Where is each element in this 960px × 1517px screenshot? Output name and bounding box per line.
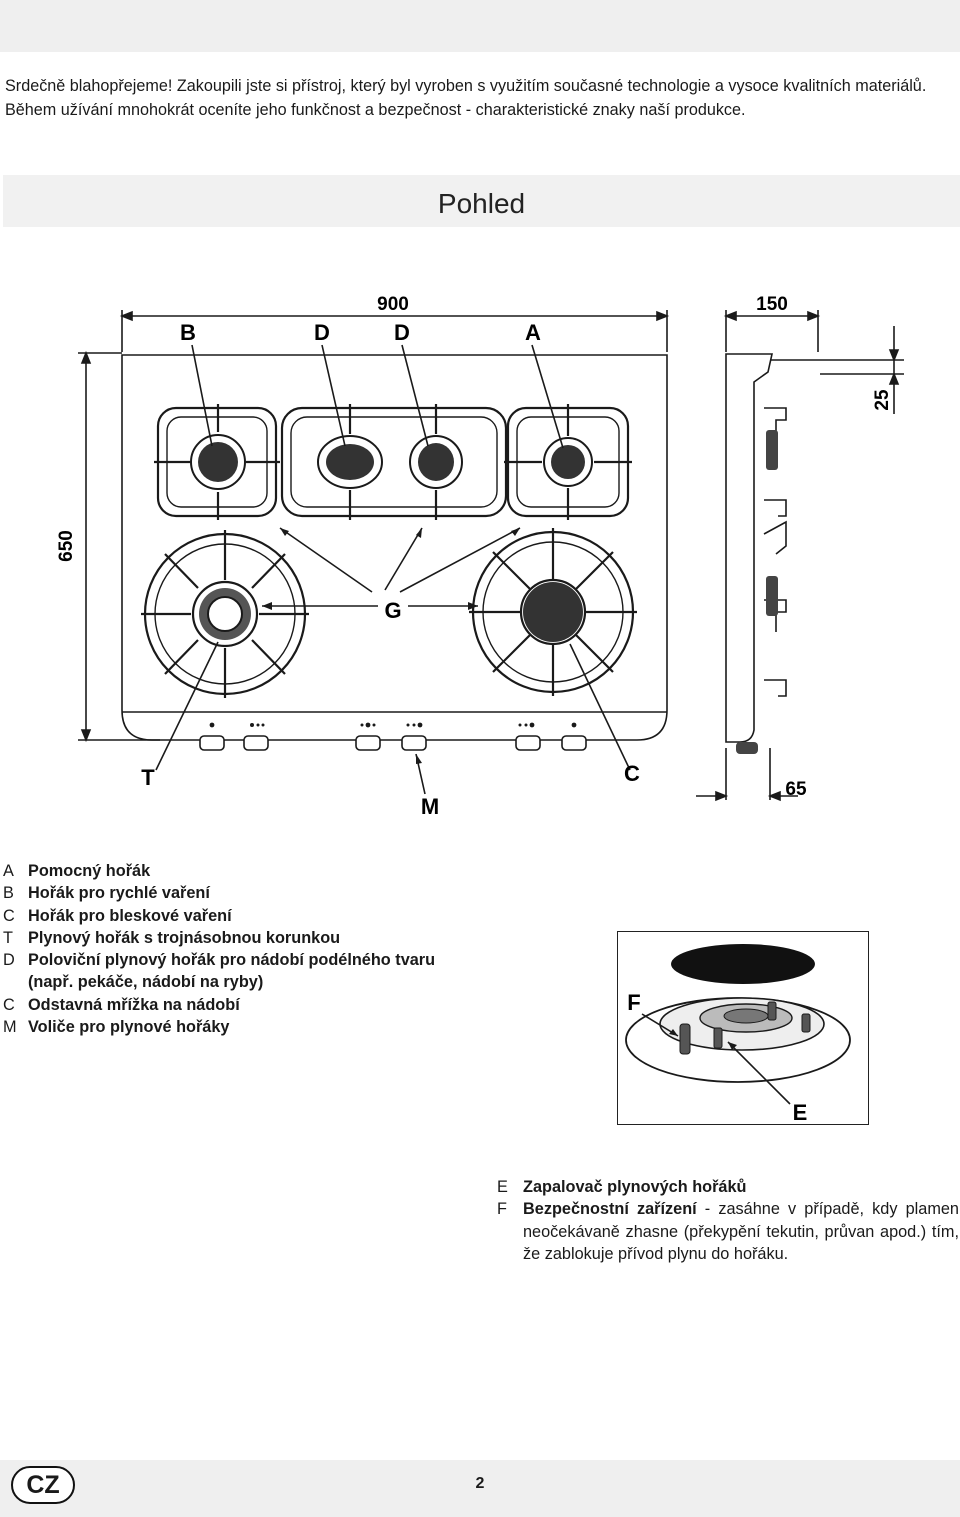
legend-item: M Voliče pro plynové hořáky xyxy=(3,1016,473,1038)
legend-text: Hořák pro rychlé vaření xyxy=(28,884,210,903)
dim-bottom: 65 xyxy=(785,779,807,800)
label-t: T xyxy=(141,765,155,790)
burner-illustration: F E xyxy=(625,944,851,1125)
dim-width: 900 xyxy=(377,294,409,315)
burner-detail-figure: F E xyxy=(617,931,869,1125)
dim-top: 25 xyxy=(872,389,893,411)
legend-bold-text: Zapalovač plynových hořáků xyxy=(523,1178,747,1196)
footer-band xyxy=(0,1460,960,1517)
label-g: G xyxy=(384,598,401,623)
legend-key: M xyxy=(3,1018,17,1037)
label-c: C xyxy=(624,761,640,786)
language-badge: CZ xyxy=(11,1466,75,1504)
legend-text: - zasáhne v případě, kdy plamen neočekáv… xyxy=(523,1200,959,1263)
legend-bold-text: Bezpečnostní zařízení xyxy=(523,1200,697,1219)
label-d1: D xyxy=(314,320,330,345)
legend-key: C xyxy=(3,995,15,1014)
legend-text: Odstavná mřížka na nádobí xyxy=(28,995,240,1014)
legend-item: T Plynový hořák s trojnásobnou korunkou xyxy=(3,927,473,949)
legend-text: Hořák pro bleskové vaření xyxy=(28,906,232,925)
legend-key: C xyxy=(3,906,15,925)
hob-diagram: 900 150 650 25 65 B D D A G T C M xyxy=(56,294,904,819)
legend-item: F Bezpečnostní zařízení - zasáhne v přípa… xyxy=(497,1198,959,1265)
legend-item: D Poloviční plynový hořák pro nádobí podé… xyxy=(3,949,473,994)
section-title: Pohled xyxy=(3,175,960,227)
legend-item: C Hořák pro bleskové vaření xyxy=(3,905,473,927)
label-e: E xyxy=(793,1100,808,1123)
legend-key: D xyxy=(3,951,15,970)
legend-key: B xyxy=(3,884,14,903)
dim-depth: 650 xyxy=(56,530,77,562)
page-number: 2 xyxy=(475,1475,485,1492)
legend-item: C Odstavná mřížka na nádobí xyxy=(3,994,473,1016)
header-band xyxy=(0,0,960,52)
legend-item: B Hořák pro rychlé vaření xyxy=(3,882,473,904)
legend-text: Pomocný hořák xyxy=(28,862,151,880)
safety-legend: E Zapalovač plynových hořáků F Bezpečnostn… xyxy=(497,1176,959,1265)
legend-text: Plynový hořák s trojnásobnou korunkou xyxy=(28,928,341,947)
legend-key: F xyxy=(497,1200,507,1219)
legend-text: Voliče pro plynové hořáky xyxy=(28,1018,230,1037)
intro-text: Srdečně blahopřejeme! Zakoupili jste si … xyxy=(5,77,927,119)
label-f: F xyxy=(627,990,640,1015)
label-m: M xyxy=(421,794,439,819)
label-b: B xyxy=(180,320,196,345)
legend-key: T xyxy=(3,928,13,947)
legend-item: A Pomocný hořák xyxy=(3,860,473,882)
legend-key: E xyxy=(497,1178,508,1196)
legend-text: Poloviční plynový hořák pro nádobí podél… xyxy=(28,951,436,992)
dim-side-width: 150 xyxy=(756,294,788,315)
legend-key: A xyxy=(3,862,14,880)
legend-item: E Zapalovač plynových hořáků xyxy=(497,1176,959,1198)
label-a: A xyxy=(525,320,541,345)
label-d2: D xyxy=(394,320,410,345)
